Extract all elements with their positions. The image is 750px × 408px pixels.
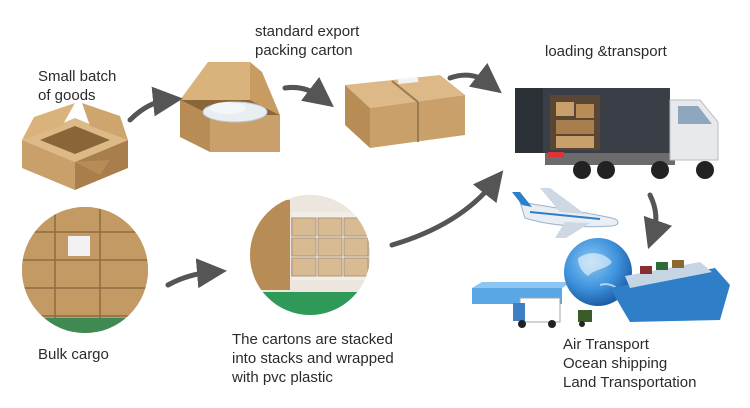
export-carton-label: standard export packing carton (255, 23, 360, 59)
bulk-cargo-label: Bulk cargo (38, 346, 109, 363)
transport-modes-label: Air Transport Ocean shipping Land Transp… (563, 336, 697, 391)
open-carton-icon (22, 103, 128, 190)
stacked-wrapped-label: The cartons are stacked into stacks and … (232, 331, 394, 386)
small-batch-label: Small batch of goods (38, 68, 117, 104)
truck-icon (515, 88, 719, 179)
sealed-carton-icon (345, 75, 465, 148)
arrow-truck-to-globe (643, 192, 673, 250)
airplane-icon (512, 188, 619, 238)
arrow-pallet-to-truck (389, 170, 504, 248)
arrow-small-to-packed (127, 86, 183, 123)
arrow-packed-to-sealed (282, 76, 334, 108)
bulk-cargo-icon (22, 207, 148, 333)
arrow-sealed-to-truck (447, 62, 502, 94)
flow-arrows (127, 62, 673, 289)
loading-transport-label: loading &transport (545, 43, 667, 60)
globe-ship-icon (472, 238, 730, 328)
packed-carton-icon (180, 62, 280, 152)
wrapped-pallet-icon (250, 195, 370, 315)
arrow-bulk-to-pallet (165, 258, 227, 289)
